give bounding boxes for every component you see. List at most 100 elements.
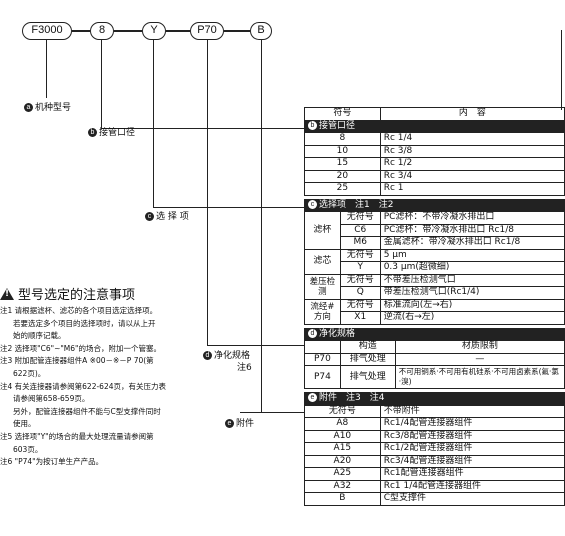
cell-symbol: Y (339, 261, 381, 275)
cell-symbol: B (304, 492, 381, 506)
code-separator (224, 30, 250, 32)
table-row: 差压检测无符号不带差压检测气口 (304, 273, 565, 300)
model-code-part-port: 8 (90, 22, 114, 40)
subheader-table: 构造 材质限制 (340, 341, 564, 353)
callout-label: 机种型号 (35, 103, 72, 113)
note-line: 注3 附加配管连接器组件A ※00－※－P 70(第 (0, 356, 154, 366)
group-label: 差压检测 (304, 273, 341, 300)
note-line: 始的顺序记载。 (13, 331, 66, 341)
page-edge-rule (561, 30, 562, 110)
cell-content: 不带附件 (379, 404, 565, 418)
row-table: 排气处理 不可用铜系·不可用有机硅系·不可用卤素系(氟·氯·溴) (340, 366, 564, 388)
cell-symbol: A25 (304, 467, 381, 481)
section-spacer (304, 388, 565, 393)
cell-group: 排气处理 不可用铜系·不可用有机硅系·不可用卤素系(氟·氯·溴) (339, 365, 565, 389)
cell-symbol: X1 (339, 311, 381, 325)
section-title: 净化规格 (319, 328, 356, 339)
warning-icon (0, 288, 14, 300)
cell-symbol: 10 (304, 144, 381, 158)
leader-line-c (153, 40, 154, 207)
section-title: 接管口径 (319, 120, 356, 131)
model-code-part-option: Y (142, 22, 166, 40)
cell-symbol: 15 (304, 157, 381, 171)
note-line: 注5 选择项"Y"的场合的最大处理流量请参阅第 (0, 431, 154, 441)
cell-symbol: A15 (304, 442, 381, 456)
table-row: 流经#方向无符号标准流向(左→右) (304, 298, 565, 325)
badge-e-icon: e (308, 393, 317, 403)
cell-content: 标准流向(左→右) (379, 298, 565, 312)
note-line: 注6 "P74"为按订单生产产品。 (0, 457, 104, 467)
section-title: 附件 注3 注4 (319, 393, 385, 404)
cell-content: Rc 3/8 (379, 144, 565, 158)
badge-d-icon: d (203, 351, 212, 360)
cell-content: 逆流(右→左) (379, 311, 565, 325)
cell-symbol: M6 (339, 236, 381, 250)
note-line: 603页。 (13, 444, 43, 454)
cell-material: 不可用铜系·不可用有机硅系·不可用卤素系(氟·氯·溴) (398, 367, 559, 386)
col-material: 材质限制 (461, 341, 498, 352)
cell-content: PC滤杯：带冷凝水排出口 Rc1/8 (379, 223, 565, 237)
cell-content: Rc3/4配管连接器组件 (379, 454, 565, 468)
cell-content: Rc 1/4 (379, 132, 565, 146)
cell-content: 金属滤杯：带冷凝水排出口 Rc1/8 (379, 236, 565, 250)
section-title: 选择项 注1 注2 (319, 199, 394, 210)
leader-line-d (207, 40, 208, 345)
cell-content: Rc1/4配管连接器组件 (379, 417, 565, 431)
cell-symbol: 8 (304, 132, 381, 146)
cell-content: Rc 1 (379, 182, 565, 196)
callout-label: 附件 (236, 419, 255, 429)
header-symbol: 符号 (304, 107, 381, 121)
notes-list: 注1 请根据滤杯、滤芯的各个项目选定选择项。 若要选定多个项目的选择项时，请以从… (0, 305, 190, 469)
row-table: 排气处理 — (340, 353, 564, 365)
leader-line-e (261, 40, 262, 412)
cell-group: 排气处理 — (339, 352, 565, 366)
cell-symbol: 无符号 (339, 273, 381, 287)
group-label: 流经#方向 (304, 298, 341, 325)
table-header: 符号 内 容 (304, 107, 565, 121)
cell-symbol: A10 (304, 429, 381, 443)
leader-line-d-h (207, 345, 304, 346)
code-separator (114, 30, 142, 32)
cell-content: PC滤杯：不带冷凝水排出口 (379, 211, 565, 225)
cell-symbol: 25 (304, 182, 381, 196)
callout-label: 选 择 项 (156, 212, 189, 222)
notes-title-text: 型号选定的注意事项 (18, 288, 136, 303)
cell-material: — (475, 353, 485, 364)
cell-symbol: A32 (304, 479, 381, 493)
note-line: 另外，配管连接器组件不能与C型支撑件同时 (13, 406, 161, 416)
note-line: 请参阅第658-659页。 (13, 394, 90, 404)
cell-symbol: Q (339, 286, 381, 300)
callout-label: 接管口径 (99, 128, 136, 138)
table-row: 无符号不带附件 (304, 404, 565, 418)
cell-subheader: 构造 材质限制 (339, 340, 565, 354)
cell-content: Rc 3/4 (379, 169, 565, 183)
model-code-part-accessory: B (250, 22, 272, 40)
cell-content: Rc3/8配管连接器组件 (379, 429, 565, 443)
badge-e-icon: e (225, 419, 234, 428)
cell-content: Rc1 1/4配管连接器组件 (379, 479, 565, 493)
model-code-part-clean-spec: P70 (190, 22, 224, 40)
code-separator (166, 30, 190, 32)
cell-symbol: 无符号 (339, 248, 381, 262)
cell-symbol: A8 (304, 417, 381, 431)
cell-empty (304, 340, 341, 354)
cell-content: 带差压检测气口(Rc1/4) (379, 286, 565, 300)
badge-b-icon: b (308, 120, 317, 130)
header-content: 内 容 (379, 107, 565, 121)
cell-symbol: 无符号 (339, 298, 381, 312)
